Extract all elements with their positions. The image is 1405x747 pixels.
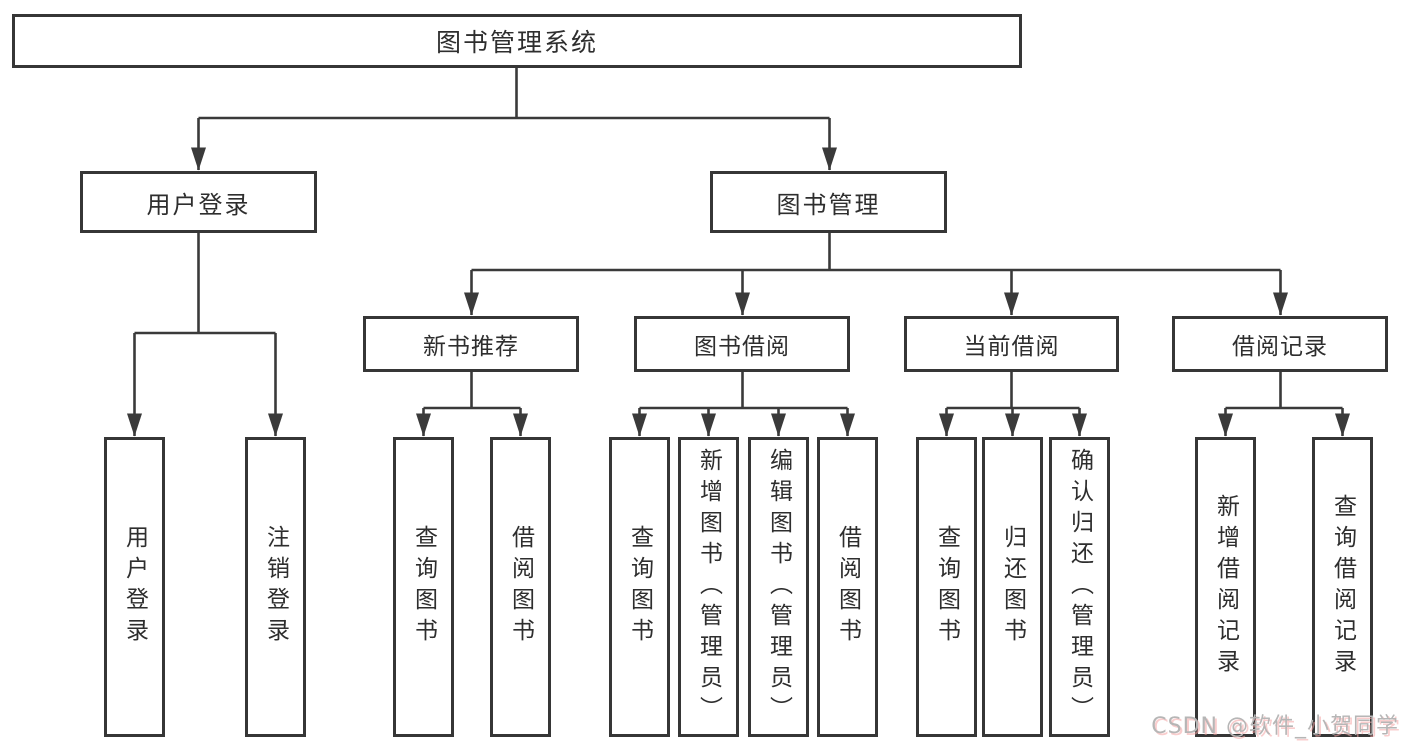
node-book-borrow: 图书借阅 — [634, 316, 850, 372]
node-borrow-records: 借阅记录 — [1172, 316, 1388, 372]
leaf-logout-label: 注销登录 — [262, 525, 289, 649]
node-user-login-label: 用户登录 — [146, 190, 251, 219]
watermark-text: CSDN @软件_小贺同学 — [1151, 714, 1399, 739]
leaf-edit-book-admin: 编辑图书（管理员） — [748, 437, 809, 737]
leaf-query-books-borrow-label: 查询图书 — [626, 525, 653, 649]
leaf-borrow-books-recommend-label: 借阅图书 — [507, 525, 534, 649]
node-system-root: 图书管理系统 — [12, 14, 1022, 68]
node-new-book-recommend-label: 新书推荐 — [423, 334, 519, 360]
leaf-query-borrow-record-label: 查询借阅记录 — [1329, 494, 1356, 680]
leaf-query-borrow-record: 查询借阅记录 — [1312, 437, 1373, 737]
leaf-query-books-current: 查询图书 — [916, 437, 977, 737]
leaf-confirm-return-admin: 确认归还（管理员） — [1049, 437, 1110, 737]
leaf-edit-book-admin-label: 编辑图书（管理员） — [765, 447, 792, 727]
node-book-management: 图书管理 — [710, 171, 947, 233]
node-system-root-label: 图书管理系统 — [435, 28, 598, 57]
leaf-confirm-return-admin-label: 确认归还（管理员） — [1066, 447, 1093, 727]
leaf-borrow-books-label: 借阅图书 — [834, 525, 861, 649]
node-book-borrow-label: 图书借阅 — [694, 334, 790, 360]
node-new-book-recommend: 新书推荐 — [363, 316, 579, 372]
node-current-borrow-label: 当前借阅 — [963, 334, 1060, 360]
node-borrow-records-label: 借阅记录 — [1232, 334, 1328, 360]
node-user-login: 用户登录 — [80, 171, 317, 233]
leaf-add-book-admin: 新增图书（管理员） — [678, 437, 739, 737]
leaf-return-book-label: 归还图书 — [999, 525, 1026, 649]
node-book-management-label: 图书管理 — [776, 190, 881, 219]
leaf-logout: 注销登录 — [245, 437, 306, 737]
leaf-add-borrow-record: 新增借阅记录 — [1195, 437, 1256, 737]
leaf-return-book: 归还图书 — [982, 437, 1043, 737]
node-current-borrow: 当前借阅 — [904, 316, 1119, 372]
leaf-query-books-borrow: 查询图书 — [609, 437, 670, 737]
leaf-add-book-admin-label: 新增图书（管理员） — [695, 447, 722, 727]
leaf-query-books-recommend-label: 查询图书 — [410, 525, 437, 649]
leaf-user-login-label: 用户登录 — [121, 525, 148, 649]
leaf-user-login: 用户登录 — [104, 437, 165, 737]
leaf-borrow-books-recommend: 借阅图书 — [490, 437, 551, 737]
leaf-borrow-books: 借阅图书 — [817, 437, 878, 737]
leaf-query-books-current-label: 查询图书 — [933, 525, 960, 649]
leaf-query-books-recommend: 查询图书 — [393, 437, 454, 737]
leaf-add-borrow-record-label: 新增借阅记录 — [1212, 494, 1239, 680]
